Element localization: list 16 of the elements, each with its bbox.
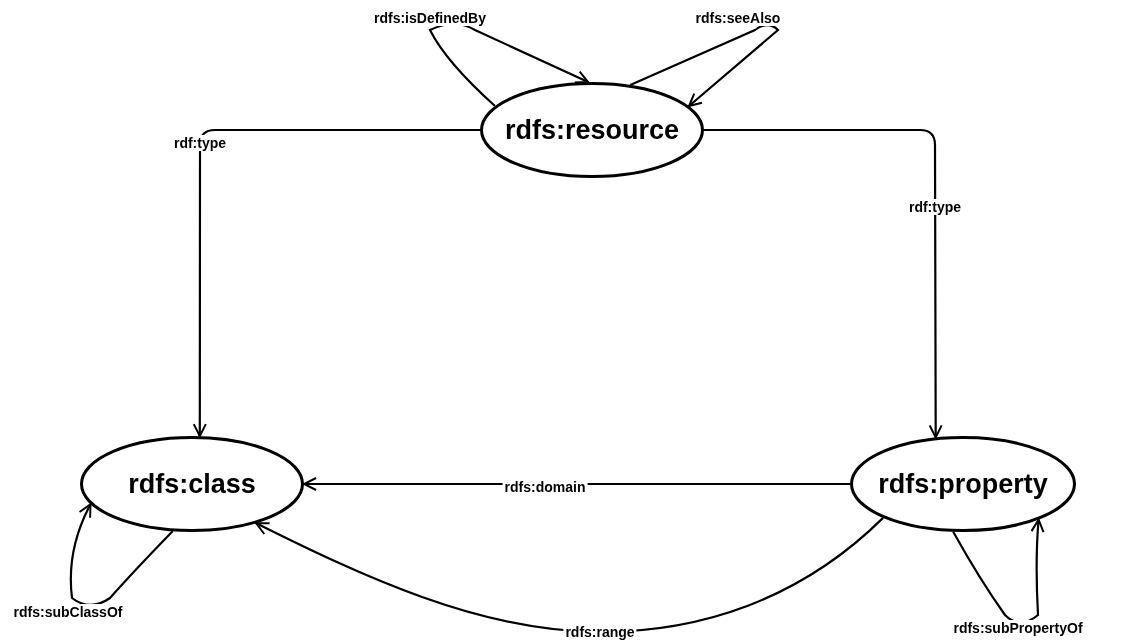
edge-label: rdfs:isDefinedBy [372, 10, 488, 26]
self-loop-arrow [629, 23, 780, 107]
edge-label: rdfs:range [563, 624, 637, 640]
edge-label: rdfs:subPropertyOf [951, 620, 1085, 636]
edge-label: rdf:type [171, 135, 229, 151]
edge-label: rdfs:seeAlso [693, 10, 783, 26]
node-label: rdfs:property [878, 468, 1048, 500]
edge-label: rdfs:domain [502, 479, 588, 495]
node-label: rdfs:class [128, 468, 256, 500]
arrow [255, 517, 884, 634]
self-loop-arrow [69, 503, 174, 607]
edge-label: rdf:type [906, 199, 964, 215]
arrow [192, 128, 480, 438]
arrow [704, 128, 943, 439]
node-label: rdfs:resource [504, 114, 680, 146]
edge-label: rdfs:subClassOf [11, 604, 125, 620]
